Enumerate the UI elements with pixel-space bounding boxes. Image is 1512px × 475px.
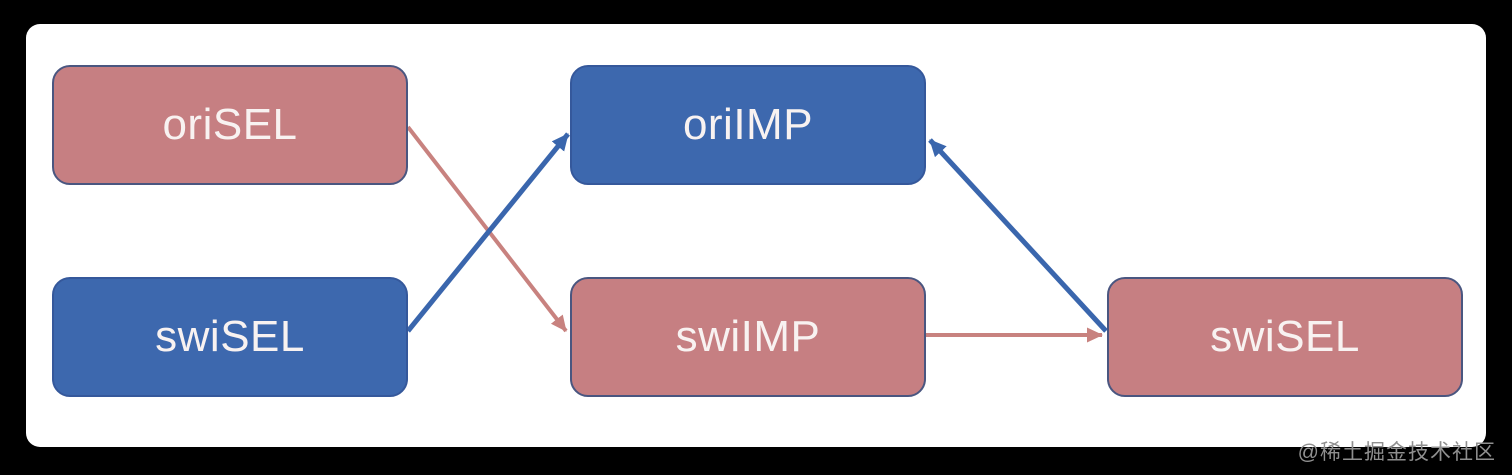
node-oriimp: oriIMP xyxy=(570,65,926,185)
node-orisel-left-label: oriSEL xyxy=(162,100,298,149)
node-swisel-right: swiSEL xyxy=(1107,277,1463,397)
node-swiimp-label: swiIMP xyxy=(675,312,821,361)
watermark: @稀土掘金技术社区 xyxy=(1297,441,1496,464)
node-swiimp: swiIMP xyxy=(570,277,926,397)
node-swisel-left-label: swiSEL xyxy=(155,312,305,361)
node-swisel-left: swiSEL xyxy=(52,277,408,397)
node-oriimp-label: oriIMP xyxy=(682,100,814,149)
node-orisel-left: oriSEL xyxy=(52,65,408,185)
node-swisel-right-label: swiSEL xyxy=(1210,312,1360,361)
